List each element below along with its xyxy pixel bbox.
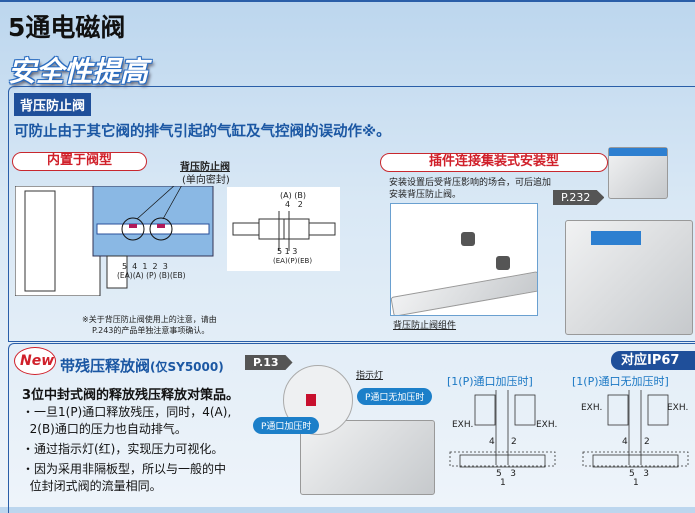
bullet-line: ・一旦1(P)通口释放残压，同时，4(A), [22, 405, 232, 419]
port-53: 5 3 [629, 469, 650, 479]
new-badge: New [14, 347, 56, 375]
bullet-line: 位封闭式阀的流量相同。 [22, 479, 162, 493]
p-pressurized-label: P通口加压时 [253, 417, 320, 434]
exh-label: EXH. [452, 420, 474, 430]
section-lead: 可防止由于其它阀的排气引起的气缸及气控阀的误动作※。 [14, 124, 391, 140]
indicator-label: 指示灯 [356, 371, 384, 381]
page-ref-232[interactable]: P.232 [553, 190, 605, 205]
bullet-line: ・因为采用非隔板型，所以与一般的中 [22, 462, 227, 476]
symbol-bottom-ports: (EA)(P)(EB) [273, 257, 313, 265]
port-2: 2 [644, 437, 650, 447]
diagram1-title: [1(P)通口加压时] [447, 375, 533, 388]
diagram2-title: [1(P)通口无加压时] [572, 375, 669, 388]
port-1: 1 [633, 478, 639, 488]
exh-label: EXH. [667, 403, 689, 413]
valve-symbol: (A) (B) 4 2 5 1 3 (EA)(P)(EB) [227, 187, 340, 271]
plugin-desc2: 安装背压防止阀。 [389, 190, 462, 200]
valve-cross-section-diagram [15, 186, 214, 296]
exh-label: EXH. [536, 420, 558, 430]
p-unpressurized-label: P通口无加压时 [357, 388, 433, 405]
page-title: 5通电磁阀 [8, 13, 126, 42]
port-53: 5 3 [496, 469, 517, 479]
part-label: 背压防止阀组件 [393, 321, 457, 331]
detail-inset [390, 203, 538, 316]
callout-title: 背压防止阀 [180, 162, 230, 173]
valve-module-image [608, 147, 668, 199]
section2-headline: 3位中封式阀的释放残压释放对策品。 [22, 388, 240, 403]
top-rule [0, 0, 695, 2]
note-line2: P.243的产品单独注意事项确认。 [92, 326, 210, 335]
page-ref-13[interactable]: P.13 [245, 355, 293, 370]
bullet-2: ・通过指示灯(红)，实现压力可视化。 [22, 441, 223, 458]
port-4: 4 [489, 437, 495, 447]
check-valve-part [461, 232, 475, 246]
plugin-desc1: 安装设置后受背压影响的场合，可后追加 [389, 178, 552, 188]
ip67-badge: 对应IP67 [611, 351, 695, 370]
page-subtitle: 安全性提高 [8, 55, 149, 88]
symbol-top-nums: 4 2 [285, 200, 303, 209]
section2-title-note: (仅SY5000) [150, 360, 224, 374]
exh-label: EXH. [581, 403, 603, 413]
callout-sub: (单向密封) [182, 175, 230, 186]
note-line1: ※关于背压防止阀使用上的注意，请由 [82, 315, 217, 324]
bullet-line: ・通过指示灯(红)，实现压力可视化。 [22, 442, 224, 456]
check-valve-part [496, 256, 510, 270]
section2-title-text: 带残压释放阀 [60, 357, 151, 375]
port-numbers: 5 4 1 2 3 [122, 262, 168, 271]
bullet-1: ・一旦1(P)通口释放残压，同时，4(A), 2(B)通口的压力也自动排气。 [22, 404, 231, 438]
port-4: 4 [622, 437, 628, 447]
builtin-type-label: 内置于阀型 [12, 152, 147, 171]
bullet-3: ・因为采用非隔板型，所以与一般的中 位封闭式阀的流量相同。 [22, 461, 226, 495]
backpressure-panel [8, 86, 695, 342]
port-names: (EA)(A) (P) (B)(EB) [117, 271, 186, 280]
symbol-bottom-nums: 5 1 3 [277, 247, 298, 256]
section-tag: 背压防止阀 [14, 93, 92, 116]
manifold-image [565, 220, 693, 335]
residual-pressure-panel [8, 343, 695, 513]
port-1: 1 [500, 478, 506, 488]
bullet-line: 2(B)通口的压力也自动排气。 [22, 422, 187, 436]
plugin-type-label: 插件连接集装式安装型 [380, 153, 608, 172]
port-2: 2 [511, 437, 517, 447]
section2-title: 带残压释放阀(仅SY5000) [60, 355, 224, 376]
symbol-top-ports: (A) (B) [280, 191, 306, 200]
pneumatic-circuit-diagrams [449, 390, 689, 468]
